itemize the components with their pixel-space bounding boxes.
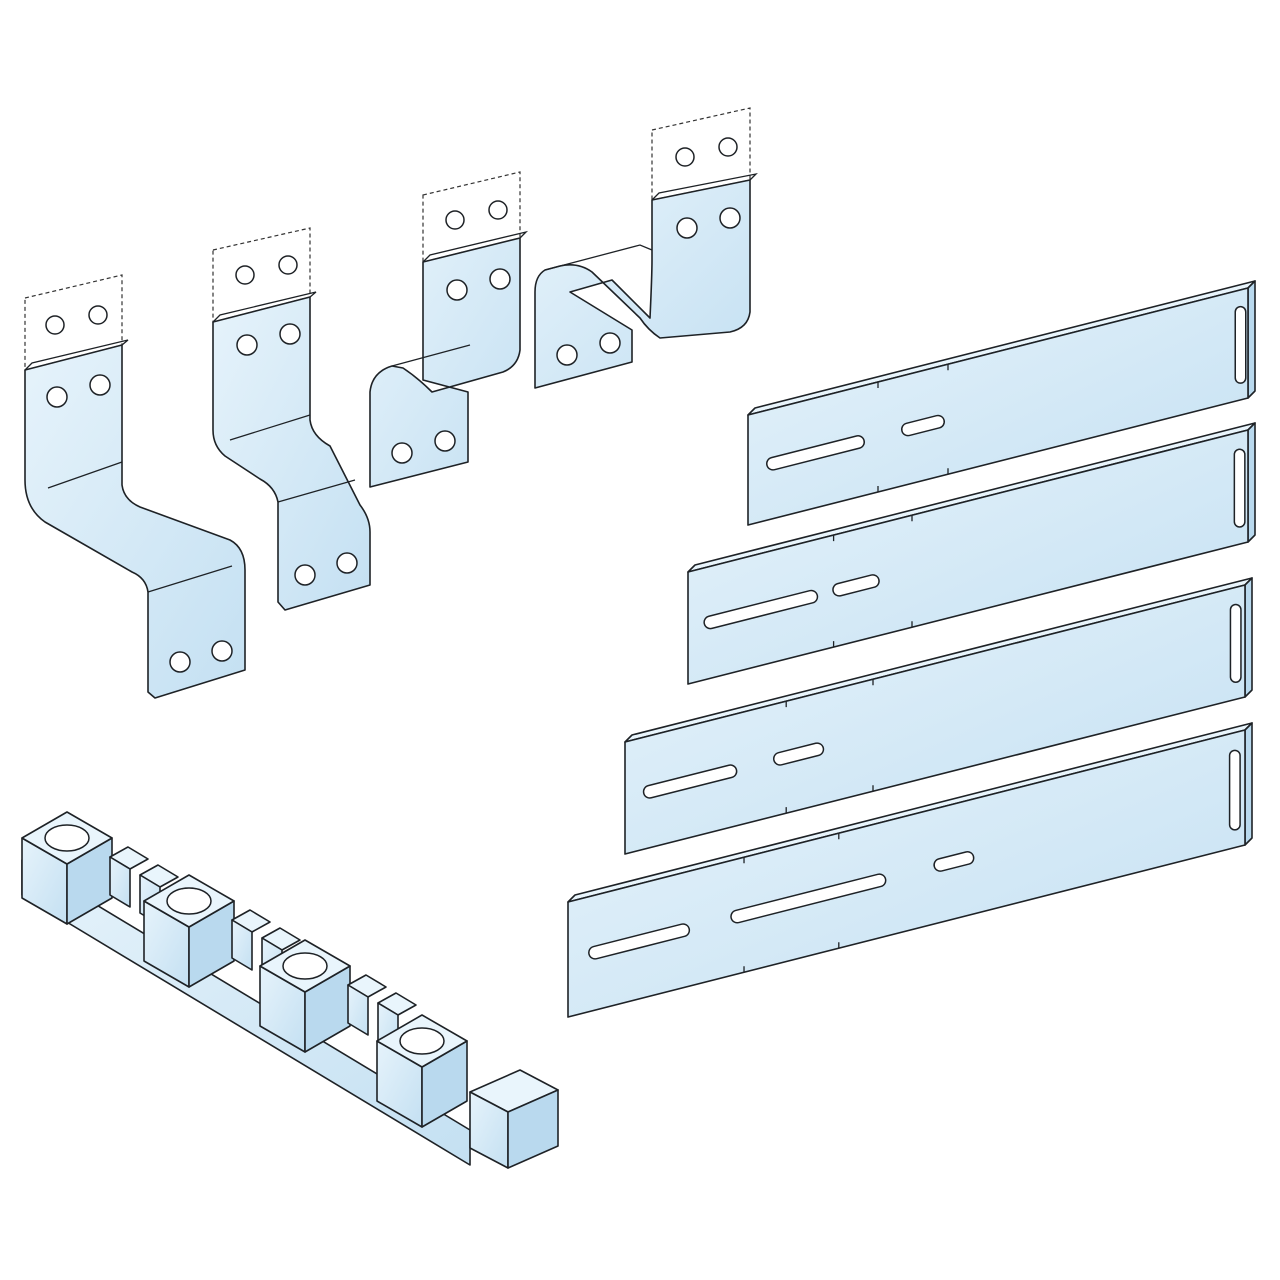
connector-bar-4: [534, 107, 758, 389]
bolt-hole: [282, 952, 328, 980]
insulator-end-cap: [469, 1069, 559, 1169]
insulator-block-2: [143, 874, 301, 989]
insulator-block-1: [21, 811, 179, 926]
insulator-block-3: [259, 939, 417, 1054]
insulator-block-4: [376, 1014, 468, 1128]
connector-bar-2: [212, 227, 371, 611]
flat-bar-4: [567, 722, 1253, 1018]
bolt-hole: [44, 824, 90, 852]
bolt-hole: [166, 887, 212, 915]
flat-bar-1: [747, 280, 1256, 526]
connector-bar-1: [24, 274, 246, 699]
connector-bar-3: [369, 171, 529, 488]
bolt-hole: [399, 1027, 445, 1055]
flat-bar-3: [624, 577, 1253, 855]
flat-bar-2: [687, 422, 1256, 685]
insulating-support-block: [21, 811, 559, 1169]
